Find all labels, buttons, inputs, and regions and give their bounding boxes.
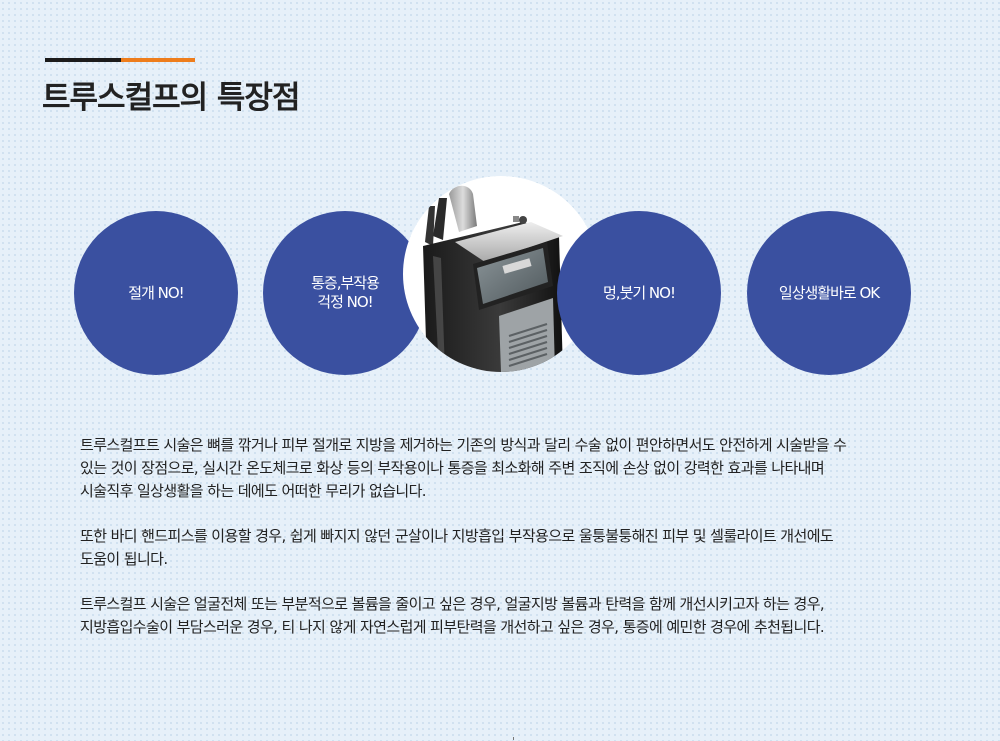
- description-text: 트루스컬프트 시술은 뼈를 깎거나 피부 절개로 지방을 제거하는 기존의 방식…: [80, 434, 950, 661]
- footer-mark: [513, 737, 514, 740]
- feature-label: 일상생활바로 OK: [778, 283, 880, 302]
- page-title: 트루스컬프의 특장점: [42, 80, 300, 116]
- paragraph-line: 트루스컬프트 시술은 뼈를 깎거나 피부 절개로 지방을 제거하는 기존의 방식…: [80, 436, 847, 454]
- title-accent-bar: [45, 58, 195, 62]
- feature-no-pain-side-effects: 통증,부작용 걱정 NO!: [263, 211, 427, 375]
- feature-no-bruise-swelling: 멍,붓기 NO!: [557, 211, 721, 375]
- paragraph-2: 또한 바디 핸드피스를 이용할 경우, 쉽게 빠지지 않던 군살이나 지방흡입 …: [80, 525, 950, 571]
- paragraph-3: 트루스컬프 시술은 얼굴전체 또는 부분적으로 볼륨을 줄이고 싶은 경우, 얼…: [80, 593, 950, 639]
- paragraph-line: 또한 바디 핸드피스를 이용할 경우, 쉽게 빠지지 않던 군살이나 지방흡입 …: [80, 527, 834, 545]
- paragraph-1: 트루스컬프트 시술은 뼈를 깎거나 피부 절개로 지방을 제거하는 기존의 방식…: [80, 434, 950, 503]
- title-accent-dark: [45, 58, 121, 62]
- feature-label: 절개 NO!: [128, 283, 184, 302]
- paragraph-line: 있는 것이 장점으로, 실시간 온도체크로 화상 등의 부작용이나 통증을 최소…: [80, 459, 825, 477]
- feature-label: 멍,붓기 NO!: [603, 283, 676, 302]
- title-accent-orange: [121, 58, 195, 62]
- feature-daily-life-ok: 일상생활바로 OK: [747, 211, 911, 375]
- feature-label: 통증,부작용: [311, 274, 380, 292]
- truesculpt-device-icon: [423, 185, 563, 372]
- feature-no-incision: 절개 NO!: [74, 211, 238, 375]
- paragraph-line: 지방흡입수술이 부담스러운 경우, 티 나지 않게 자연스럽게 피부탄력을 개선…: [80, 618, 825, 636]
- paragraph-line: 시술직후 일상생활을 하는 데에도 어떠한 무리가 없습니다.: [80, 482, 427, 500]
- paragraph-line: 도움이 됩니다.: [80, 550, 168, 568]
- paragraph-line: 트루스컬프 시술은 얼굴전체 또는 부분적으로 볼륨을 줄이고 싶은 경우, 얼…: [80, 595, 825, 613]
- feature-label: 걱정 NO!: [317, 293, 373, 311]
